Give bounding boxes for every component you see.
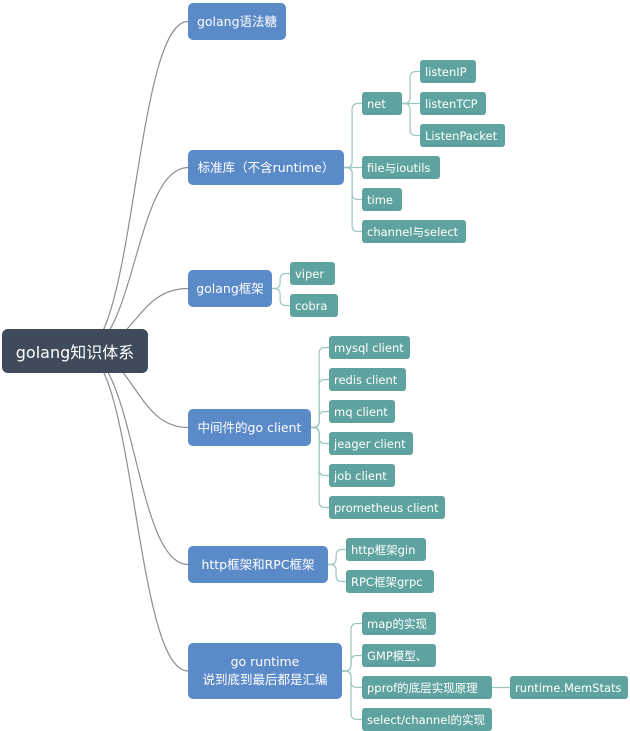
framework-link-0 <box>272 272 290 290</box>
runtime-link-0 <box>342 622 362 672</box>
leaf-runtime-memstats[interactable]: runtime.MemStats <box>510 676 628 699</box>
runtime-link-2 <box>342 670 362 689</box>
leaf-listenpacket[interactable]: ListenPacket <box>420 124 505 147</box>
runtime-link-3 <box>342 670 362 721</box>
leaf-gmp-model[interactable]: GMP模型、 <box>362 644 436 667</box>
leaf-mq-client[interactable]: mq client <box>329 400 395 423</box>
net-link-0 <box>402 70 420 105</box>
leaf-redis-client[interactable]: redis client <box>329 368 406 391</box>
leaf-time[interactable]: time <box>362 188 402 211</box>
net-link-2 <box>402 102 420 137</box>
leaf-cobra[interactable]: cobra <box>290 294 338 317</box>
leaf-file-ioutils[interactable]: file与ioutils <box>362 156 440 179</box>
leaf-prometheus-client[interactable]: prometheus client <box>329 496 445 519</box>
runtime-link-1 <box>342 654 362 672</box>
branch-stdlib[interactable]: 标准库（不含runtime） <box>188 150 344 185</box>
leaf-rpc-grpc[interactable]: RPC框架grpc <box>346 570 434 593</box>
leaf-mysql-client[interactable]: mysql client <box>329 336 410 359</box>
branch-go-runtime[interactable]: go runtime 说到底到最后都是汇编 <box>188 643 342 699</box>
root-link-0 <box>82 20 189 352</box>
leaf-select-channel-impl[interactable]: select/channel的实现 <box>362 708 492 731</box>
leaf-net[interactable]: net <box>362 92 402 115</box>
framework-link-1 <box>272 287 290 307</box>
branch-frameworks[interactable]: golang框架 <box>188 270 272 307</box>
leaf-pprof[interactable]: pprof的底层实现原理 <box>362 676 492 699</box>
root-node[interactable]: golang知识体系 <box>2 329 148 373</box>
root-link-5 <box>82 350 189 672</box>
stdlib-link-0 <box>344 102 362 169</box>
stdlib-link-3 <box>344 166 362 233</box>
branch-syntax-sugar[interactable]: golang语法糖 <box>188 3 286 40</box>
middleware-link-3 <box>311 426 329 445</box>
middleware-link-0 <box>311 346 329 429</box>
branch-middleware-clients[interactable]: 中间件的go client <box>188 409 311 446</box>
leaf-jeager-client[interactable]: jeager client <box>329 432 413 455</box>
middleware-link-4 <box>311 426 329 477</box>
leaf-listentcp[interactable]: listenTCP <box>420 92 486 115</box>
leaf-http-gin[interactable]: http框架gin <box>346 538 426 561</box>
middleware-link-5 <box>311 426 329 509</box>
httprpc-link-0 <box>328 548 346 566</box>
leaf-job-client[interactable]: job client <box>329 464 395 487</box>
httprpc-link-1 <box>328 563 346 583</box>
root-link-1 <box>82 166 189 352</box>
middleware-link-1 <box>311 378 329 429</box>
leaf-map-impl[interactable]: map的实现 <box>362 612 436 635</box>
root-link-4 <box>82 350 189 566</box>
branch-http-rpc[interactable]: http框架和RPC框架 <box>188 546 328 583</box>
stdlib-link-2 <box>344 166 362 201</box>
leaf-viper[interactable]: viper <box>290 262 335 285</box>
leaf-channel-select[interactable]: channel与select <box>362 220 466 243</box>
middleware-link-2 <box>311 410 329 429</box>
leaf-listenip[interactable]: listenIP <box>420 60 476 83</box>
